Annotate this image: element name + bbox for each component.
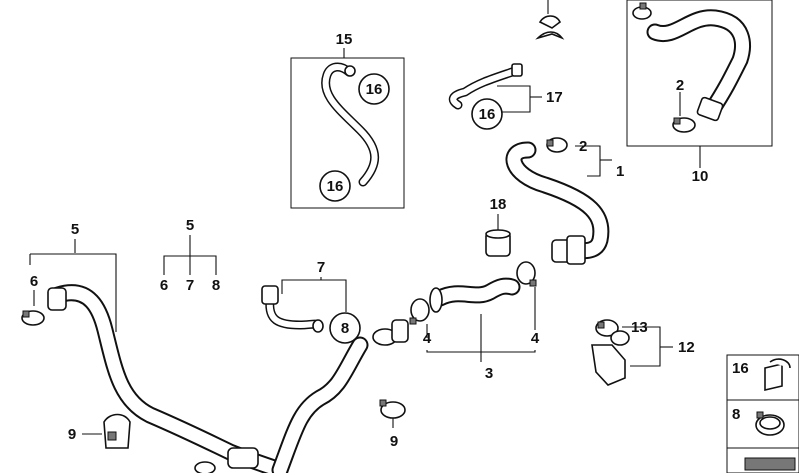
- label-13: 13: [631, 319, 648, 336]
- legend-part-bottom: [744, 457, 796, 471]
- clamp-2-a: [546, 137, 568, 153]
- label-2-b: 2: [676, 77, 684, 94]
- label-12: 12: [678, 339, 695, 356]
- hose-1: [505, 141, 610, 265]
- clamp-9-a: [103, 413, 131, 449]
- label-8-c: 8: [341, 320, 349, 337]
- label-16-b: 16: [327, 178, 344, 195]
- leader-1-bracket: [575, 145, 601, 177]
- label-6-b: 6: [160, 277, 168, 294]
- large-hose-5: [47, 284, 289, 473]
- label-10: 10: [692, 168, 709, 185]
- label-5-b: 5: [186, 217, 194, 234]
- clamp-4-a: [409, 298, 430, 325]
- label-6-a: 6: [30, 273, 38, 290]
- label-16-c: 16: [479, 106, 496, 123]
- quick-connector: [372, 319, 409, 346]
- hose-10: [646, 9, 751, 122]
- hose-connector-bottom: [194, 336, 369, 473]
- leader-7-bracket: [281, 279, 347, 312]
- label-4-a: 4: [423, 330, 432, 347]
- leader-5-b-bracket: [163, 255, 217, 275]
- bracket-12: [591, 319, 630, 386]
- clamp-9-b: [379, 399, 406, 419]
- callout-8-c: 8: [329, 312, 361, 344]
- label-17: 17: [546, 89, 563, 106]
- label-8-d: 8: [732, 406, 740, 423]
- label-4-b: 4: [531, 330, 540, 347]
- legend-clamp-8: [755, 411, 785, 436]
- clip-top: [535, 0, 565, 40]
- label-16-a: 16: [366, 81, 383, 98]
- clamp-2-b: [672, 117, 696, 133]
- part-18: [485, 229, 511, 257]
- label-2-a: 2: [579, 138, 587, 155]
- label-9-b: 9: [390, 433, 398, 450]
- label-9-a: 9: [68, 426, 76, 443]
- hose-3: [429, 277, 521, 313]
- legend-clip-16: [764, 358, 791, 392]
- clamp-4-b: [516, 261, 537, 287]
- leader-17: [497, 85, 531, 113]
- legend-box-bottom: [726, 447, 799, 473]
- small-hose-7: [261, 285, 324, 333]
- label-5-a: 5: [71, 221, 79, 238]
- clamp-10-top: [632, 2, 652, 20]
- label-1: 1: [616, 163, 624, 180]
- label-8-b: 8: [212, 277, 220, 294]
- clamp-6-a: [21, 310, 45, 326]
- small-hose-15: [321, 62, 380, 187]
- label-3: 3: [485, 365, 493, 382]
- label-16-d: 16: [732, 360, 749, 377]
- label-7: 7: [317, 259, 325, 276]
- leader-5-a-bracket: [30, 253, 117, 332]
- callout-16-b: 16: [319, 170, 351, 202]
- label-7-b: 7: [186, 277, 194, 294]
- callout-16-a: 16: [358, 73, 390, 105]
- small-hose-17: [448, 63, 523, 110]
- label-18: 18: [490, 196, 507, 213]
- kit-box-15: [290, 57, 405, 209]
- label-15: 15: [336, 31, 353, 48]
- callout-16-c: 16: [471, 98, 503, 130]
